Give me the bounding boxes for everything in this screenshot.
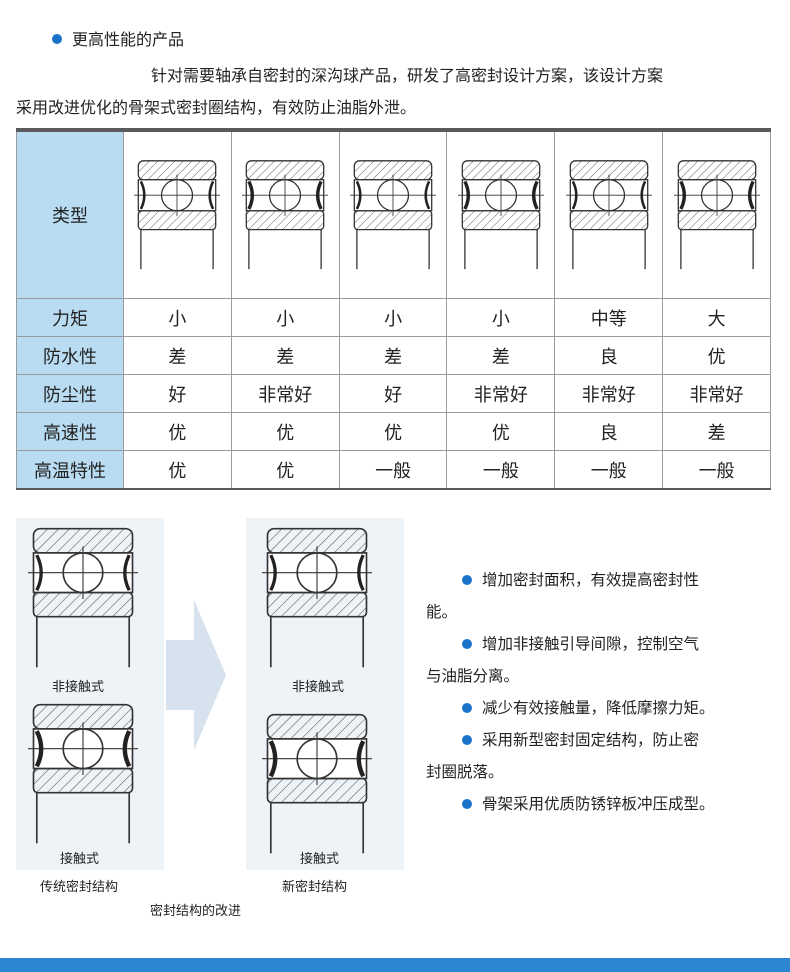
list-item-text-cont: 封圈脱落。 — [426, 763, 504, 781]
improvement-list: 增加密封面积，有效提高密封性能。 增加非接触引导间隙，控制空气与油脂分离。 减少… — [426, 564, 766, 820]
table-row-waterproof: 防水性 差 差 差 差 良 优 — [16, 336, 771, 375]
bearing-type-5-image — [554, 128, 664, 299]
new-seal-caption: 新密封结构 — [282, 880, 348, 895]
bearing-type-6-image — [662, 128, 771, 299]
table-cell: 优 — [123, 450, 232, 490]
table-row-high-speed: 高速性 优 优 优 优 良 差 — [16, 412, 771, 451]
list-item-text: 减少有效接触量，降低摩擦力矩。 — [482, 699, 715, 717]
list-item-text: 采用新型密封固定结构，防止密 — [482, 731, 700, 749]
bottom-bar — [0, 958, 790, 972]
old-contact-label: 接触式 — [60, 852, 100, 867]
table-cell: 小 — [446, 298, 556, 337]
table-cell: 差 — [123, 336, 232, 375]
bearing-cross-section-icon — [28, 527, 138, 668]
intro-paragraph: 针对需要轴承自密封的深沟球产品，研发了高密封设计方案，该设计方案 采用改进优化的… — [16, 60, 776, 124]
table-row-dustproof: 防尘性 好 非常好 好 非常好 非常好 非常好 — [16, 374, 771, 413]
table-cell: 一般 — [446, 450, 556, 490]
table-row-type: 类型 — [16, 128, 771, 299]
list-item: 增加非接触引导间隙，控制空气与油脂分离。 — [426, 628, 766, 692]
table-cell: 良 — [554, 412, 664, 451]
bearing-cross-section-icon — [350, 160, 437, 270]
table-cell: 差 — [662, 412, 771, 451]
bearing-type-3-image — [338, 128, 448, 299]
table-cell: 非常好 — [446, 374, 556, 413]
old-contact-diagram — [28, 700, 138, 848]
table-cell: 非常好 — [554, 374, 664, 413]
traditional-seal-caption: 传统密封结构 — [40, 880, 119, 895]
type-header-cell: 类型 — [16, 128, 124, 299]
bullet-dot-icon — [462, 639, 472, 649]
bearing-cross-section-icon — [262, 527, 372, 668]
intro-line-2: 采用改进优化的骨架式密封圈结构，有效防止油脂外泄。 — [16, 98, 417, 117]
section-heading: 更高性能的产品 — [52, 26, 184, 50]
right-arrow-icon — [166, 600, 226, 750]
list-item: 减少有效接触量，降低摩擦力矩。 — [426, 692, 766, 724]
table-cell: 优 — [662, 336, 771, 375]
old-noncontact-label: 非接触式 — [52, 680, 105, 695]
table-cell: 中等 — [554, 298, 664, 337]
diagram-main-caption: 密封结构的改进 — [150, 904, 242, 919]
list-item-text-cont: 与油脂分离。 — [426, 667, 520, 685]
table-row-torque: 力矩 小 小 小 小 中等 大 — [16, 298, 771, 337]
row-label: 高温特性 — [16, 450, 124, 490]
table-cell: 小 — [123, 298, 232, 337]
bearing-cross-section-icon — [242, 160, 329, 270]
list-item-text-cont: 能。 — [426, 603, 458, 621]
list-item: 采用新型密封固定结构，防止密封圈脱落。 — [426, 724, 766, 788]
bearing-type-2-image — [230, 128, 340, 299]
bearing-cross-section-icon — [134, 160, 221, 270]
table-cell: 一般 — [554, 450, 664, 490]
table-cell: 非常好 — [662, 374, 771, 413]
list-item: 骨架采用优质防锈锌板冲压成型。 — [426, 788, 766, 820]
table-cell: 一般 — [662, 450, 771, 490]
table-cell: 优 — [123, 412, 232, 451]
row-label: 高速性 — [16, 412, 124, 451]
section-heading-text: 更高性能的产品 — [72, 30, 185, 49]
new-noncontact-label: 非接触式 — [292, 680, 345, 695]
table-cell: 大 — [662, 298, 771, 337]
new-noncontact-diagram — [262, 524, 372, 672]
table-cell: 好 — [338, 374, 448, 413]
bullet-dot-icon — [462, 703, 472, 713]
new-contact-diagram — [262, 710, 372, 858]
row-label: 防水性 — [16, 336, 124, 375]
bearing-cross-section-icon — [28, 703, 138, 844]
bullet-dot-icon — [462, 735, 472, 745]
new-contact-label: 接触式 — [300, 852, 340, 867]
table-cell: 差 — [446, 336, 556, 375]
table-cell: 好 — [123, 374, 232, 413]
table-row-high-temp: 高温特性 优 优 一般 一般 一般 一般 — [16, 450, 771, 490]
bearing-cross-section-icon — [565, 160, 652, 270]
list-item: 增加密封面积，有效提高密封性能。 — [426, 564, 766, 628]
table-cell: 优 — [446, 412, 556, 451]
table-cell: 优 — [230, 412, 340, 451]
bullet-dot-icon — [462, 575, 472, 585]
bearing-cross-section-icon — [457, 160, 544, 270]
list-item-text: 增加非接触引导间隙，控制空气 — [482, 635, 700, 653]
table-cell: 小 — [338, 298, 448, 337]
bullet-dot-icon — [462, 799, 472, 809]
old-noncontact-diagram — [28, 524, 138, 672]
table-cell: 良 — [554, 336, 664, 375]
row-label: 力矩 — [16, 298, 124, 337]
seal-comparison-table: 类型 力矩 小 小 小 小 中等 大 防水性 差 差 差 差 良 优 防尘性 好… — [16, 128, 771, 490]
bearing-cross-section-icon — [673, 160, 760, 270]
row-label: 防尘性 — [16, 374, 124, 413]
table-cell: 差 — [230, 336, 340, 375]
bearing-cross-section-icon — [262, 713, 372, 854]
bullet-dot-icon — [52, 33, 62, 44]
table-cell: 一般 — [338, 450, 448, 490]
intro-line-1: 针对需要轴承自密封的深沟球产品，研发了高密封设计方案，该设计方案 — [151, 66, 664, 85]
bearing-type-4-image — [446, 128, 556, 299]
table-cell: 优 — [230, 450, 340, 490]
table-cell: 小 — [230, 298, 340, 337]
table-cell: 差 — [338, 336, 448, 375]
list-item-text: 骨架采用优质防锈锌板冲压成型。 — [482, 795, 715, 813]
table-cell: 非常好 — [230, 374, 340, 413]
bearing-type-1-image — [123, 128, 232, 299]
list-item-text: 增加密封面积，有效提高密封性 — [482, 571, 700, 589]
table-cell: 优 — [338, 412, 448, 451]
